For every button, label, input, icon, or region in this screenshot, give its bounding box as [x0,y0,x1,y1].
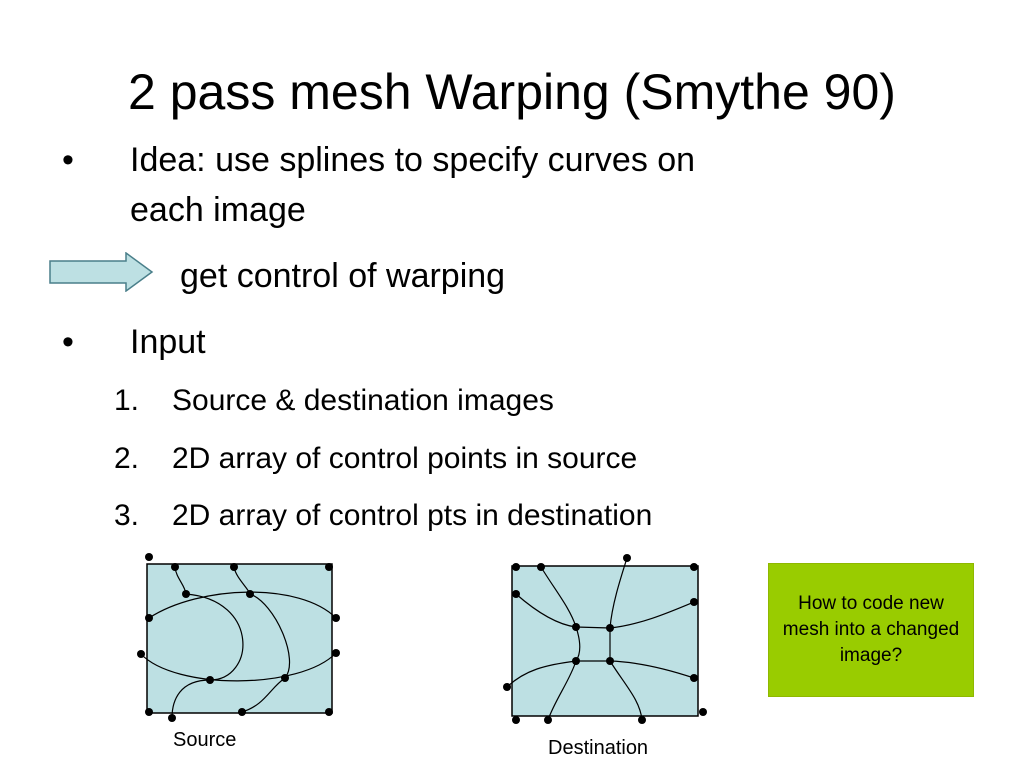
bullet-input: Input [130,323,206,361]
question-note-box: How to code new mesh into a changed imag… [768,563,974,697]
right-arrow-icon [49,252,154,292]
bullet-idea-line-2: each image [130,191,306,229]
question-note-text: How to code new mesh into a changed imag… [782,593,960,666]
list-marker-1: 1. [114,384,140,417]
list-item-1: Source & destination images [172,384,554,417]
bullet-marker-input: • [62,323,74,361]
bullet-marker-idea: • [62,141,74,179]
source-caption: Source [173,729,237,751]
list-marker-3: 3. [114,499,140,532]
arrow-text: get control of warping [180,257,506,295]
slide-title: 2 pass mesh Warping (Smythe 90) [128,64,896,120]
destination-mesh-diagram [503,554,707,724]
source-mesh-diagram [137,553,340,722]
bullet-idea-line-1: Idea: use splines to specify curves on [130,141,696,179]
list-marker-2: 2. [114,442,140,475]
list-item-3: 2D array of control pts in destination [172,499,653,532]
list-item-2: 2D array of control points in source [172,442,638,475]
destination-caption: Destination [548,737,649,759]
